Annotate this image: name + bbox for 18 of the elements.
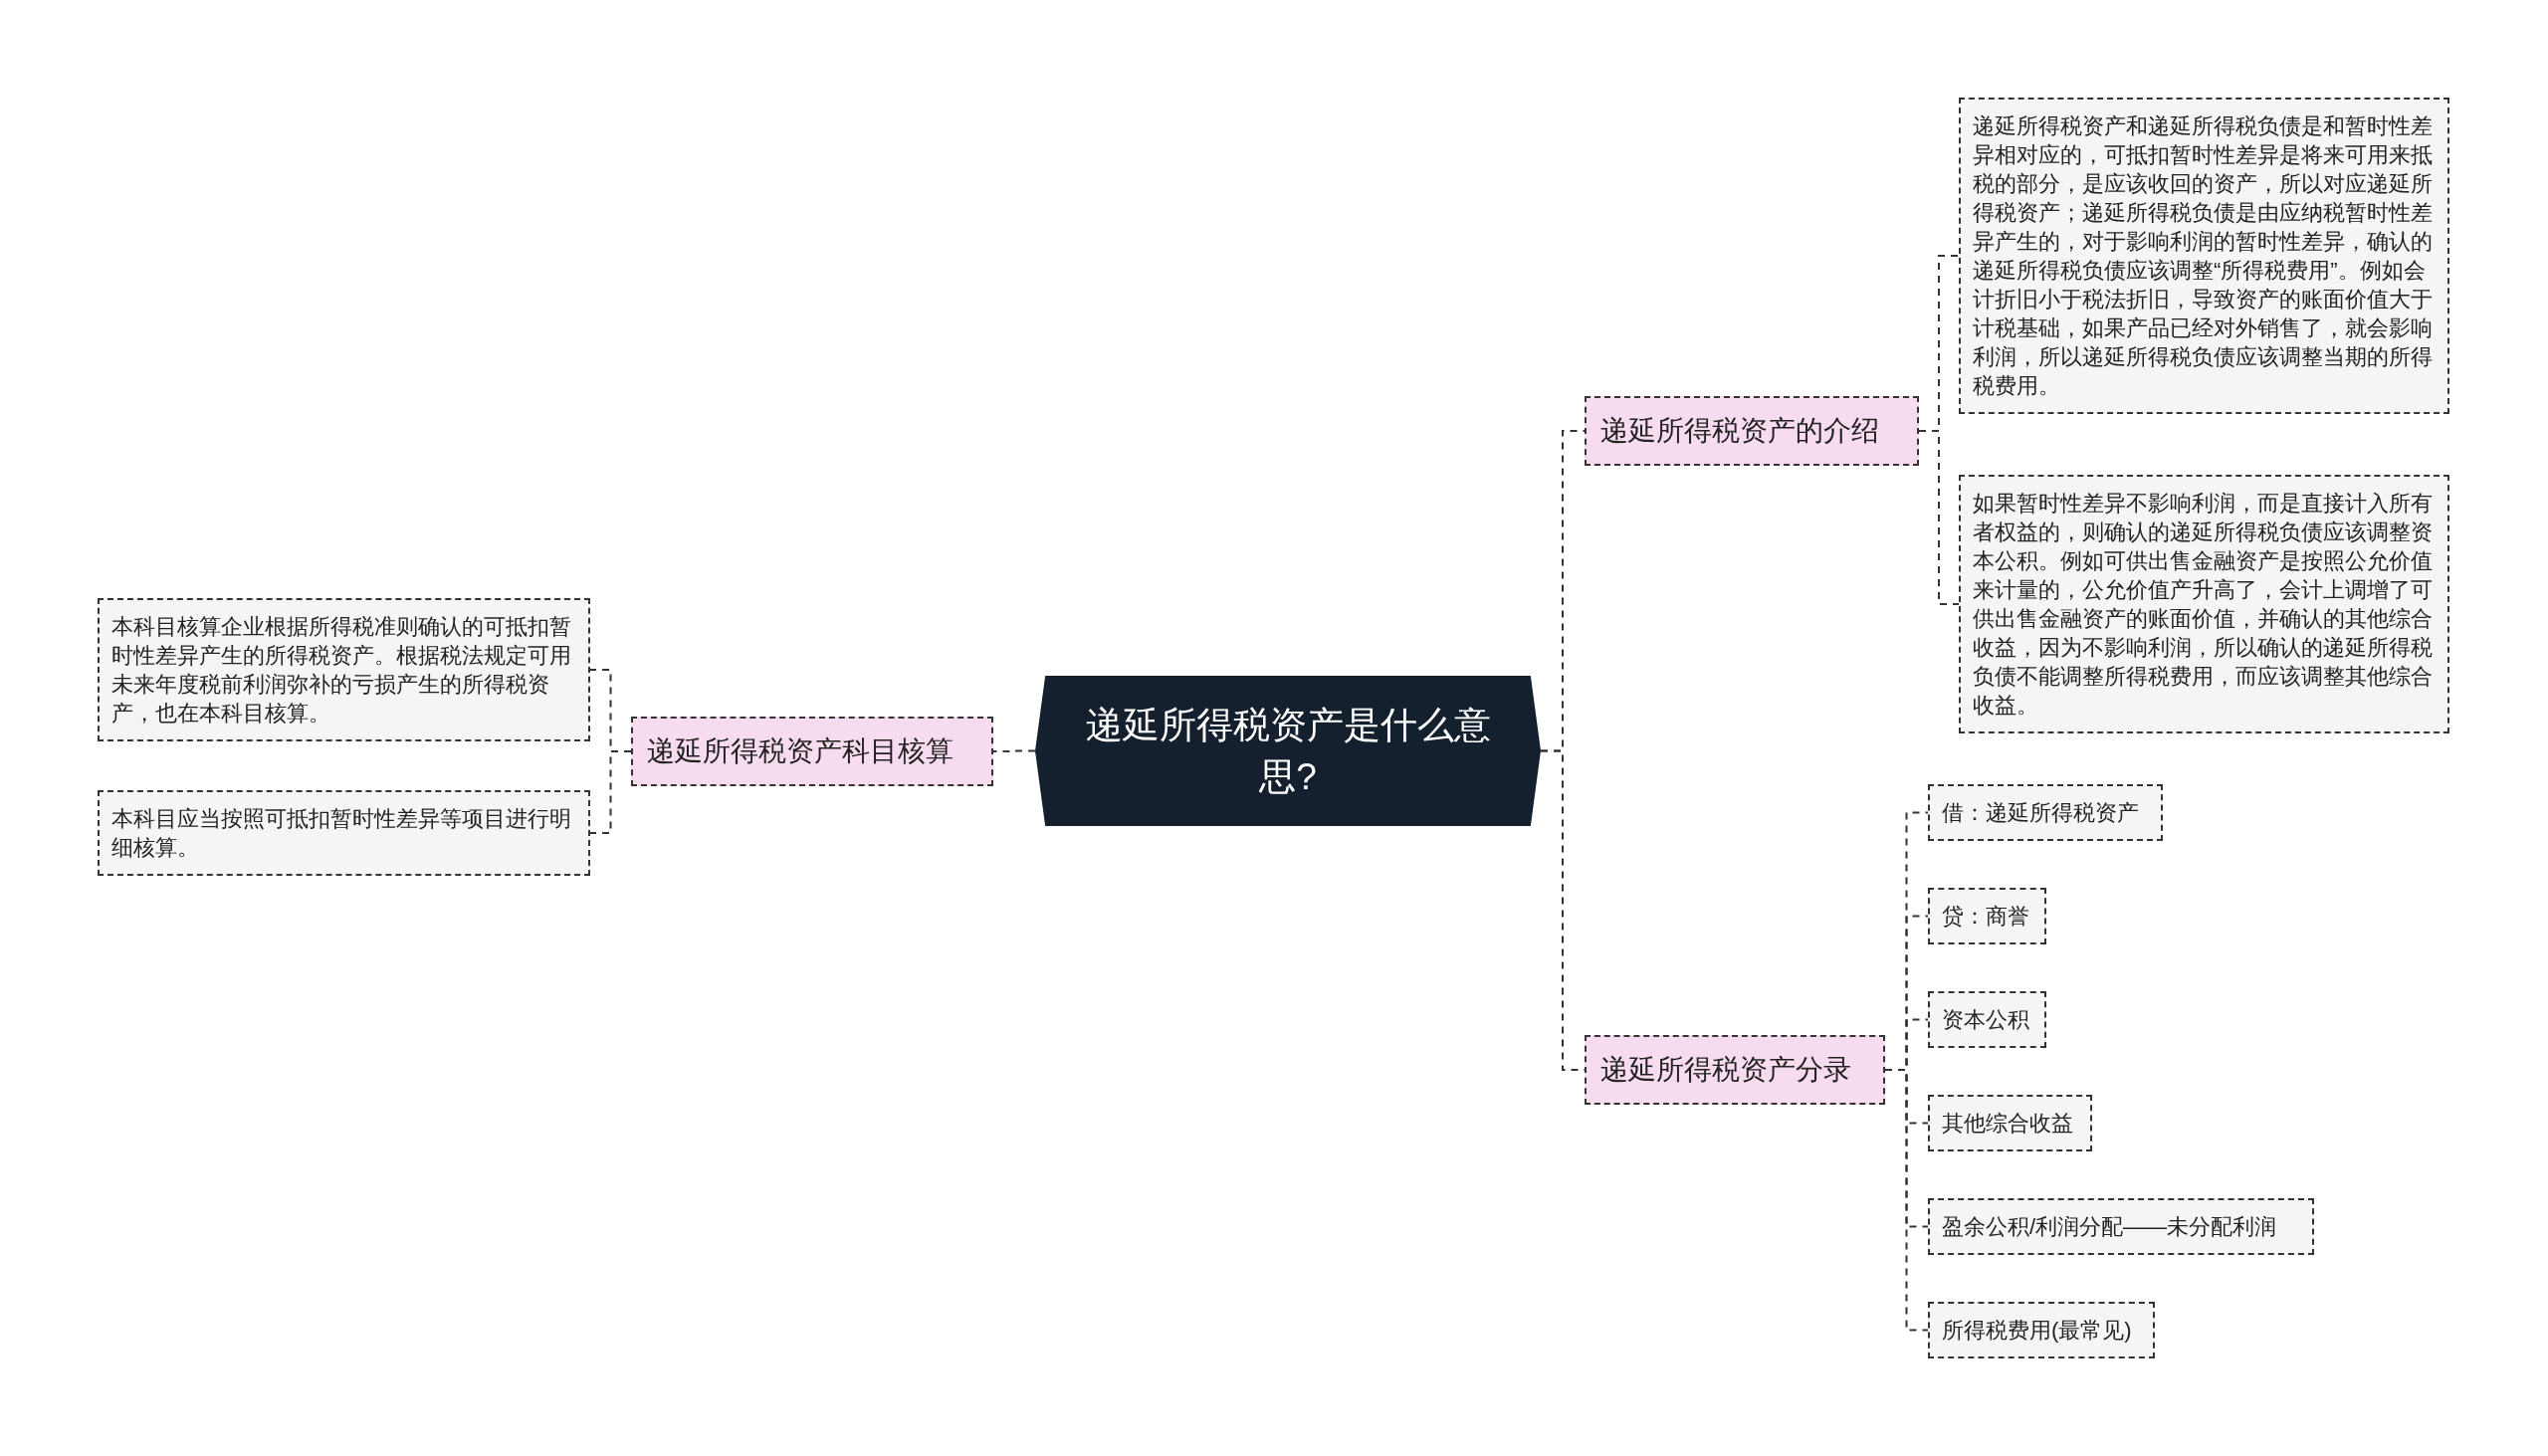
leaf-topic: 盈余公积/利润分配——未分配利润 xyxy=(1928,1198,2314,1255)
leaf-topic: 资本公积 xyxy=(1928,991,2046,1048)
branch-topic: 递延所得税资产分录 xyxy=(1585,1035,1885,1105)
branch-topic: 递延所得税资产科目核算 xyxy=(631,717,993,786)
leaf-topic: 如果暂时性差异不影响利润，而是直接计入所有者权益的，则确认的递延所得税负债应该调整资本公积。例如可供出售金融资产是按照公允价值来计量的，公允价值产升高了，会计上调增了可供出售金融资产的账面价值，并确认的其他综合收益，因为不影响利润，所以确认的递延所得税负债不能调整所得税费用，而应该调整其他综合收益。 xyxy=(1959,475,2449,733)
leaf-topic: 其他综合收益 xyxy=(1928,1095,2092,1151)
leaf-topic: 本科目应当按照可抵扣暂时性差异等项目进行明细核算。 xyxy=(98,790,590,876)
branch-topic: 递延所得税资产的介绍 xyxy=(1585,396,1919,466)
connector-line xyxy=(1918,430,1960,605)
leaf-topic: 贷：商誉 xyxy=(1928,888,2046,944)
connector-line xyxy=(1884,1069,1929,1332)
leaf-topic: 本科目核算企业根据所得税准则确认的可抵扣暂时性差异产生的所得税资产。根据税法规定可用未来年度税前利润弥补的亏损产生的所得税资产，也在本科目核算。 xyxy=(98,598,590,741)
connector-line xyxy=(589,750,632,834)
leaf-topic: 所得税费用(最常见) xyxy=(1928,1302,2155,1358)
leaf-topic: 借：递延所得税资产 xyxy=(1928,784,2163,841)
connector-line xyxy=(992,749,1036,752)
leaf-topic: 递延所得税资产和递延所得税负债是和暂时性差异相对应的，可抵扣暂时性差异是将来可用来抵税的部分，是应该收回的资产，所以对应递延所得税资产；递延所得税负债是由应纳税暂时性差异产生的，对于影响利润的暂时性差异，确认的递延所得税负债应该调整“所得税费用”。例如会计折旧小于税法折旧，导致资产的账面价值大于计税基础，如果产品已经对外销售了，就会影响利润，所以递延所得税负债应该调整当期的所得税费用。 xyxy=(1959,98,2449,414)
root-topic: 递延所得税资产是什么意思? xyxy=(1035,676,1541,826)
